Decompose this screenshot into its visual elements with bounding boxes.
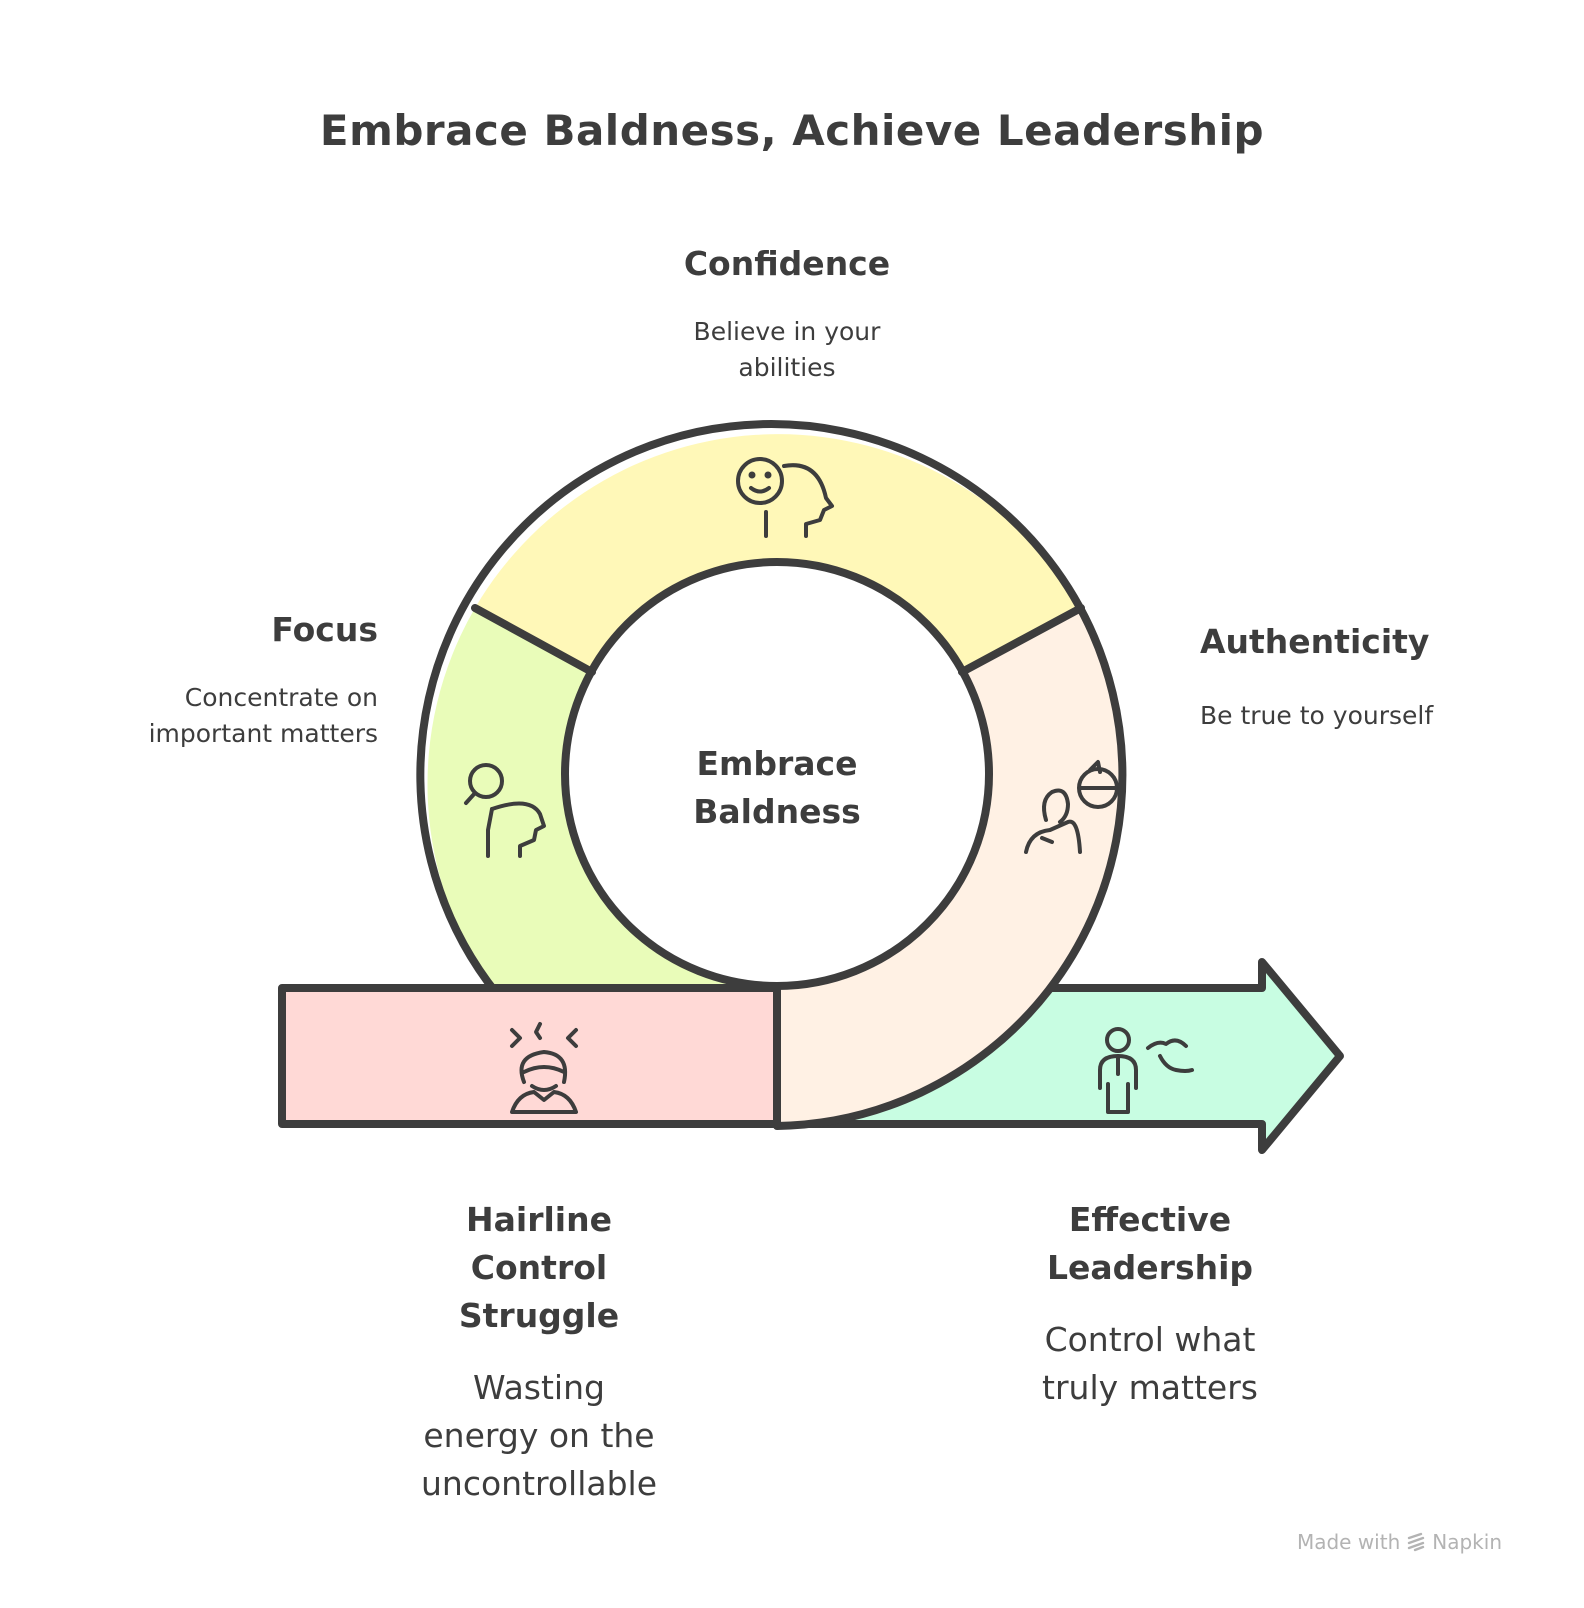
leadership-title: Effective Leadership — [980, 1196, 1320, 1292]
leadership-title-line2: Leadership — [1046, 1248, 1254, 1287]
page-title: Embrace Baldness, Achieve Leadership — [319, 106, 1265, 155]
focus-desc-line1: Concentrate on — [184, 683, 378, 712]
confidence-description: Believe in your abilities — [587, 314, 987, 386]
smiling-head-icon — [736, 457, 834, 538]
person-refresh-icon — [1024, 760, 1119, 854]
confidence-desc-line2: abilities — [738, 353, 836, 382]
divider-focus-confidence — [471, 604, 596, 676]
speaking-person-icon — [1098, 1027, 1194, 1114]
focus-desc-line2: important matters — [148, 719, 378, 748]
confidence-desc-line1: Believe in your — [693, 317, 881, 346]
focus-title: Focus — [271, 610, 378, 649]
focus-description: Concentrate on important matters — [78, 680, 378, 752]
outer-ring-outline — [416, 420, 1127, 1130]
authenticity-title: Authenticity — [1200, 622, 1430, 661]
struggle-desc-line2: energy on the — [423, 1416, 655, 1455]
struggle-desc-line3: uncontrollable — [420, 1464, 658, 1503]
authenticity-desc-line1: Be true to yourself — [1200, 701, 1434, 730]
watermark[interactable]: Made with Napkin — [1297, 1530, 1502, 1554]
magnifier-head-icon — [464, 763, 546, 858]
struggle-title-line1: Hairline — [466, 1200, 612, 1239]
center-label-line2: Baldness — [693, 792, 861, 831]
center-label-line1: Embrace — [696, 744, 858, 783]
struggle-desc-line1: Wasting — [473, 1368, 605, 1407]
struggle-description: Wasting energy on the uncontrollable — [374, 1364, 704, 1508]
focus-segment — [427, 608, 777, 994]
watermark-brand: Napkin — [1432, 1530, 1502, 1554]
struggle-title-line2: Control — [470, 1248, 608, 1287]
center-label: Embrace Baldness — [637, 740, 917, 836]
leadership-desc-line1: Control what — [1044, 1320, 1256, 1359]
authenticity-segment — [777, 608, 1124, 1126]
leadership-title-line1: Effective — [1068, 1200, 1232, 1239]
leadership-desc-line2: truly matters — [1042, 1368, 1258, 1407]
struggle-title-line3: Struggle — [458, 1296, 620, 1335]
confidence-segment — [475, 434, 1081, 672]
napkin-logo-icon — [1408, 1532, 1425, 1552]
divider-confidence-authenticity — [958, 604, 1085, 676]
watermark-prefix: Made with — [1296, 1530, 1401, 1554]
leadership-description: Control what truly matters — [980, 1316, 1320, 1412]
confidence-title: Confidence — [683, 244, 891, 283]
struggle-title: Hairline Control Struggle — [374, 1196, 704, 1340]
authenticity-description: Be true to yourself — [1200, 698, 1540, 734]
stressed-person-icon — [510, 1022, 578, 1114]
